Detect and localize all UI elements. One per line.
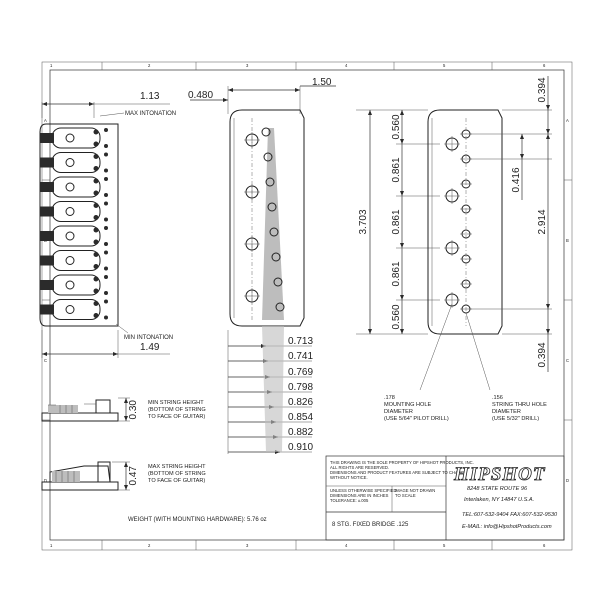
email-line: E-MAIL: info@HipshotProducts.com [462,524,552,530]
row-label-a: A [44,118,47,123]
max-height-label-3: TO FACE OF GUITAR) [148,478,205,484]
mount-left-dim-2: 0.861 [391,157,402,182]
col-label-2: 2 [148,63,151,68]
plate-view: 0.480 1.50 [188,77,336,454]
column-ticks [42,62,572,550]
front-view: 1.13 MAX INTONATION [39,91,176,358]
scale-line-2: TO SCALE [395,493,416,498]
string-dim-8: 0.910 [288,442,313,453]
string-dim-1: 0.713 [288,336,313,347]
mount-right-top-dim: 0.394 [537,77,548,102]
col-label-3: 3 [246,63,249,68]
row-label-b-right: B [566,238,569,243]
col-label-4-bottom: 4 [345,543,348,548]
saddles [40,127,108,320]
row-label-c-right: C [566,358,569,363]
col-label-5-bottom: 5 [443,543,446,548]
plate-top-dim: 1.50 [312,77,332,88]
mounting-hole-label-3: DIAMETER [384,409,413,415]
plate-hatch [262,128,284,320]
scale-line-1: IMAGE NOT DRAWN [395,488,435,493]
side-view-min: 0.30 MIN STRING HEIGHT (BOTTOM OF STRING… [41,397,206,422]
plate-string-dims [227,326,312,454]
string-dim-5: 0.826 [288,397,313,408]
mount-left-dim-1: 0.560 [391,114,402,139]
front-bottom-dim: 1.49 [140,342,160,353]
col-label-4: 4 [345,63,348,68]
units-line-3: TOLERANCE: ±.005 [330,498,369,503]
col-label-1-bottom: 1 [50,543,53,548]
col-label-1: 1 [50,63,53,68]
string-hole-label-2: STRING THRU HOLE [492,402,547,408]
mount-left-dim-4: 0.861 [391,261,402,286]
mount-view: 3.703 0.560 0.861 0.861 0.861 0.560 [356,76,552,422]
column-labels: 1 2 3 4 5 6 1 2 3 4 5 6 [50,63,546,548]
weight-label: WEIGHT (WITH MOUNTING HARDWARE): 5.76 oz [128,517,267,523]
units-line-1: UNLESS OTHERWISE SPECIFIED [330,488,396,493]
side-view-max: 0.47 MAX STRING HEIGHT (BOTTOM OF STRING… [41,461,206,491]
row-label-d-right: D [566,478,569,483]
string-dim-7: 0.882 [288,427,313,438]
mounting-hole-label-4: (USE 5/64" PILOT DRILL) [384,416,449,422]
mount-left-dim-3: 0.861 [391,209,402,234]
notice-line-3: DIMENSIONS AND PRODUCT FEATURES ARE SUBJ… [330,470,467,475]
front-base-plate [39,123,119,327]
string-dim-4: 0.798 [288,382,313,393]
front-top-dim: 1.13 [140,91,160,102]
string-hole-label-4: (USE 5/32" DRILL) [492,416,539,422]
plate-left-dim: 0.480 [188,90,213,101]
part-name: 8 STG. FIXED BRIDGE .125 [332,522,409,528]
mount-overall-dim: 3.703 [358,209,369,234]
col-label-5: 5 [443,63,446,68]
phone-line: TEL:607-532-9404 FAX:607-532-9530 [462,512,558,518]
notice-line-2: ALL RIGHTS ARE RESERVED. [330,465,389,470]
string-dim-2: 0.741 [288,351,313,362]
col-label-6: 6 [543,63,546,68]
min-intonation-label: MIN INTONATION [124,335,173,341]
units-line-2: DIMENSIONS ARE IN INCHES [330,493,389,498]
mount-right-span-dim: 2.914 [537,209,548,234]
mount-right-spacing-dim: 0.416 [511,167,522,192]
mounting-hole-label-2: MOUNTING HOLE [384,402,432,408]
mounting-hole-label-1: .178 [384,395,395,401]
plate-string-holes [261,127,285,312]
max-intonation-label: MAX INTONATION [125,111,176,117]
col-label-6-bottom: 6 [543,543,546,548]
address-line: 8248 STATE ROUTE 96 [467,486,528,492]
row-label-d: D [44,478,47,483]
max-height-dim: 0.47 [128,466,139,486]
string-hole-label-1: .156 [492,395,503,401]
max-height-label-1: MAX STRING HEIGHT [148,464,206,470]
notice-line-1: THIS DRAWING IS THE SOLE PROPERTY OF HIP… [330,460,474,465]
city-line: Interlaken, NY 14847 U.S.A. [464,497,534,503]
row-label-a-right: A [566,118,569,123]
string-hole-label-3: DIAMETER [492,409,521,415]
mount-left-dim-5: 0.560 [391,304,402,329]
col-label-2-bottom: 2 [148,543,151,548]
hipshot-logo: HIPSHOT [453,464,546,485]
notice-line-4: WITHOUT NOTICE. [330,475,368,480]
string-dim-3: 0.769 [288,367,313,378]
mount-plate-outline [427,109,503,335]
mount-right-bottom-dim: 0.394 [537,342,548,367]
col-label-3-bottom: 3 [246,543,249,548]
min-height-dim: 0.30 [128,400,139,420]
min-height-label-3: TO FACE OF GUITAR) [148,414,205,420]
min-height-label-1: MIN STRING HEIGHT [148,400,204,406]
row-label-c: C [44,358,47,363]
title-block: THIS DRAWING IS THE SOLE PROPERTY OF HIP… [325,455,565,541]
string-dim-6: 0.854 [288,412,313,423]
min-height-label-2: (BOTTOM OF STRING [148,407,206,413]
mount-mounting-holes [444,136,460,308]
max-height-label-2: (BOTTOM OF STRING [148,471,206,477]
